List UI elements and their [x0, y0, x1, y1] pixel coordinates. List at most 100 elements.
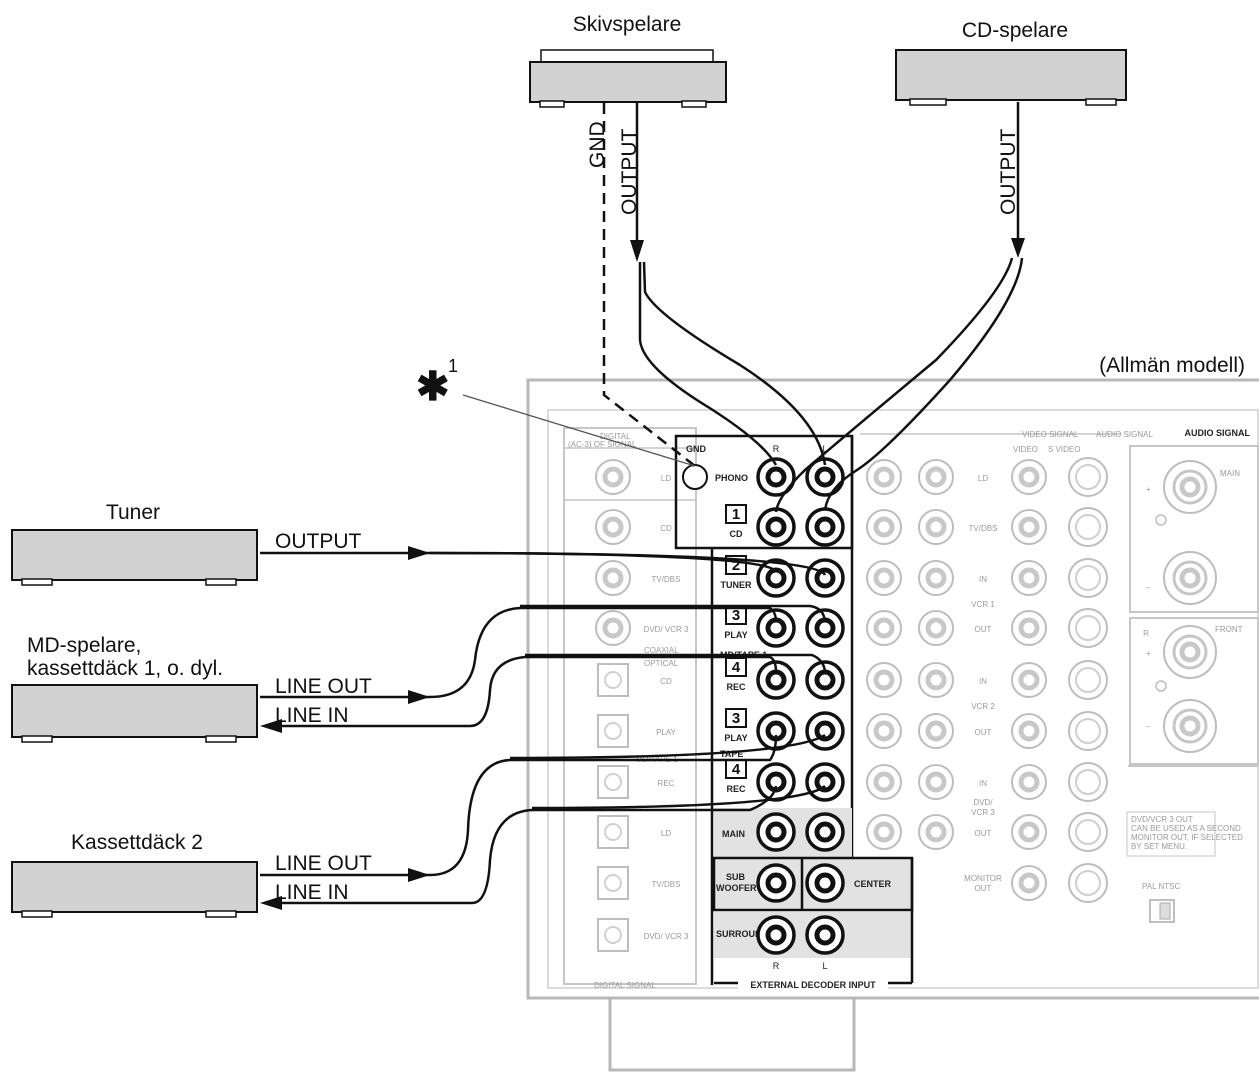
- speaker-plus-1: +: [1146, 485, 1151, 494]
- video-jack-core: [873, 821, 895, 843]
- subwoofer-label-1: SUB: [726, 872, 746, 882]
- audio-signal-label: AUDIO SIGNAL: [1096, 430, 1153, 439]
- audio-input-jack-core: [814, 720, 836, 742]
- audio-input-jack-core: [814, 466, 836, 488]
- dvd-note-line: CAN BE USED AS A SECOND: [1131, 824, 1241, 833]
- digital-optical-jack-core: [604, 773, 622, 791]
- md-line-in-wire-l: [525, 653, 827, 673]
- cd-output-label: OUTPUT: [997, 129, 1020, 216]
- dvd-vcr3-label-2: VCR 3: [971, 808, 995, 817]
- video-jack-core: [873, 771, 895, 793]
- video-jack-core: [925, 821, 947, 843]
- input-label: REC: [726, 784, 746, 794]
- turntable-l-wire: [642, 261, 827, 466]
- md-player-label-1: MD-spelare,: [27, 634, 141, 657]
- digital-coaxial-jack-core: [602, 617, 624, 639]
- tape2-line-out-wire-l: [509, 733, 826, 760]
- speaker-screw: [1155, 514, 1167, 526]
- digital-optical-jack: [597, 714, 629, 748]
- speaker-terminal-core: [1179, 715, 1201, 737]
- md-line-out-label: LINE OUT: [275, 675, 372, 698]
- gnd-cable-label: GND: [586, 121, 609, 168]
- digital-header-2: (AC-3) OF SIGNAL: [568, 440, 637, 449]
- video-col-label: VIDEO: [1013, 445, 1038, 454]
- speaker-terminal-core: [1179, 641, 1201, 663]
- video-jack-core: [873, 720, 895, 742]
- md-line-out-wire-l: [520, 604, 827, 623]
- video-row-label: OUT: [975, 625, 992, 634]
- tape-deck-2-device: Kassettdäck 2: [11, 831, 258, 918]
- digital-coaxial-jack-core: [602, 516, 624, 538]
- video-row-label: LD: [978, 474, 988, 483]
- md-player-device: MD-spelare, kassettdäck 1, o. dyl.: [11, 634, 258, 743]
- tuner-label: Tuner: [106, 501, 160, 524]
- monitor-out-jack-core: [1018, 872, 1040, 894]
- turntable-device: Skivspelare: [529, 13, 727, 108]
- input-label: REC: [726, 682, 746, 692]
- input-label: TUNER: [721, 580, 752, 590]
- input-number: 4: [732, 659, 741, 676]
- audio-input-jack-core: [814, 567, 836, 589]
- input-number-box: [725, 504, 747, 524]
- video-jack-core: [1018, 669, 1040, 691]
- speaker-minus-2: –: [1146, 722, 1151, 731]
- turntable-r-wire: [638, 262, 778, 466]
- speaker-terminal-core: [1179, 476, 1201, 498]
- digital-row-label: LD: [661, 474, 671, 483]
- dvd-note-line: MONITOR OUT, IF SELECTED: [1131, 833, 1243, 842]
- main-label: MAIN: [722, 829, 745, 839]
- video-row-label: IN: [979, 677, 987, 686]
- video-jack-core: [1018, 466, 1040, 488]
- tape2-line-out-wire: [260, 734, 778, 877]
- audio-signal-bold: AUDIO SIGNAL: [1184, 428, 1250, 438]
- audio-input-jack-core: [765, 821, 787, 843]
- cables: [260, 102, 1025, 910]
- digital-row-label: PLAY: [656, 728, 677, 737]
- dvd-vcr3-label-1: DVD/: [973, 798, 993, 807]
- ext-decoder-label: EXTERNAL DECODER INPUT: [750, 980, 876, 990]
- digital-footer: DIGITAL SIGNAL: [594, 981, 656, 990]
- digital-optical-jack-core: [604, 874, 622, 892]
- cd-r-wire: [774, 257, 1014, 513]
- md-player-label-2: kassettdäck 1, o. dyl.: [27, 657, 223, 680]
- audio-input-jack-core: [814, 821, 836, 843]
- s-video-jack-core: [1075, 615, 1101, 641]
- speaker-screw: [1155, 680, 1167, 692]
- tape-label: TAPE: [720, 749, 743, 759]
- cd-l-wire: [823, 257, 1024, 511]
- note-number: 1: [448, 356, 458, 376]
- input-number-box: [725, 708, 747, 728]
- input-label: PLAY: [724, 630, 747, 640]
- dvd-note-line: BY SET MENU.: [1131, 842, 1187, 851]
- digital-row-label: REC: [658, 779, 675, 788]
- model-label: (Allmän modell): [1099, 354, 1245, 377]
- speaker-main-label: MAIN: [1220, 469, 1240, 478]
- video-row-label: OUT: [975, 829, 992, 838]
- digital-row-label: DVD/ VCR 3: [644, 625, 689, 634]
- video-jack-core: [925, 617, 947, 639]
- digital-coaxial-jack-core: [602, 567, 624, 589]
- speaker-r-mark-2: R: [1143, 629, 1149, 638]
- digital-row-label: LD: [661, 829, 671, 838]
- video-row-label: TV/DBS: [969, 524, 998, 533]
- audio-input-jack-core: [765, 567, 787, 589]
- s-video-jack-core: [1075, 667, 1101, 693]
- input-number: 4: [732, 761, 741, 778]
- video-row-label: OUT: [975, 728, 992, 737]
- video-jack-core: [873, 669, 895, 691]
- decoder-input-jack-core: [765, 924, 787, 946]
- cable-labels: GND OUTPUT OUTPUT OUTPUT LINE OUT LINE I…: [275, 121, 1245, 904]
- video-jack-core: [925, 567, 947, 589]
- video-jack-core: [873, 567, 895, 589]
- subwoofer-label-2: WOOFER: [716, 883, 757, 893]
- optical-label: OPTICAL: [644, 659, 679, 668]
- md-line-out-wire: [260, 606, 778, 699]
- video-jack-core: [925, 516, 947, 538]
- turntable-gnd-wire: [602, 103, 696, 467]
- svideo-col-label: S VIDEO: [1048, 445, 1080, 454]
- tape2-line-out-label: LINE OUT: [275, 852, 372, 875]
- phono-label: PHONO: [715, 473, 748, 483]
- digital-coaxial-jack-core: [602, 466, 624, 488]
- video-jack-core: [1018, 720, 1040, 742]
- audio-input-jack-core: [814, 617, 836, 639]
